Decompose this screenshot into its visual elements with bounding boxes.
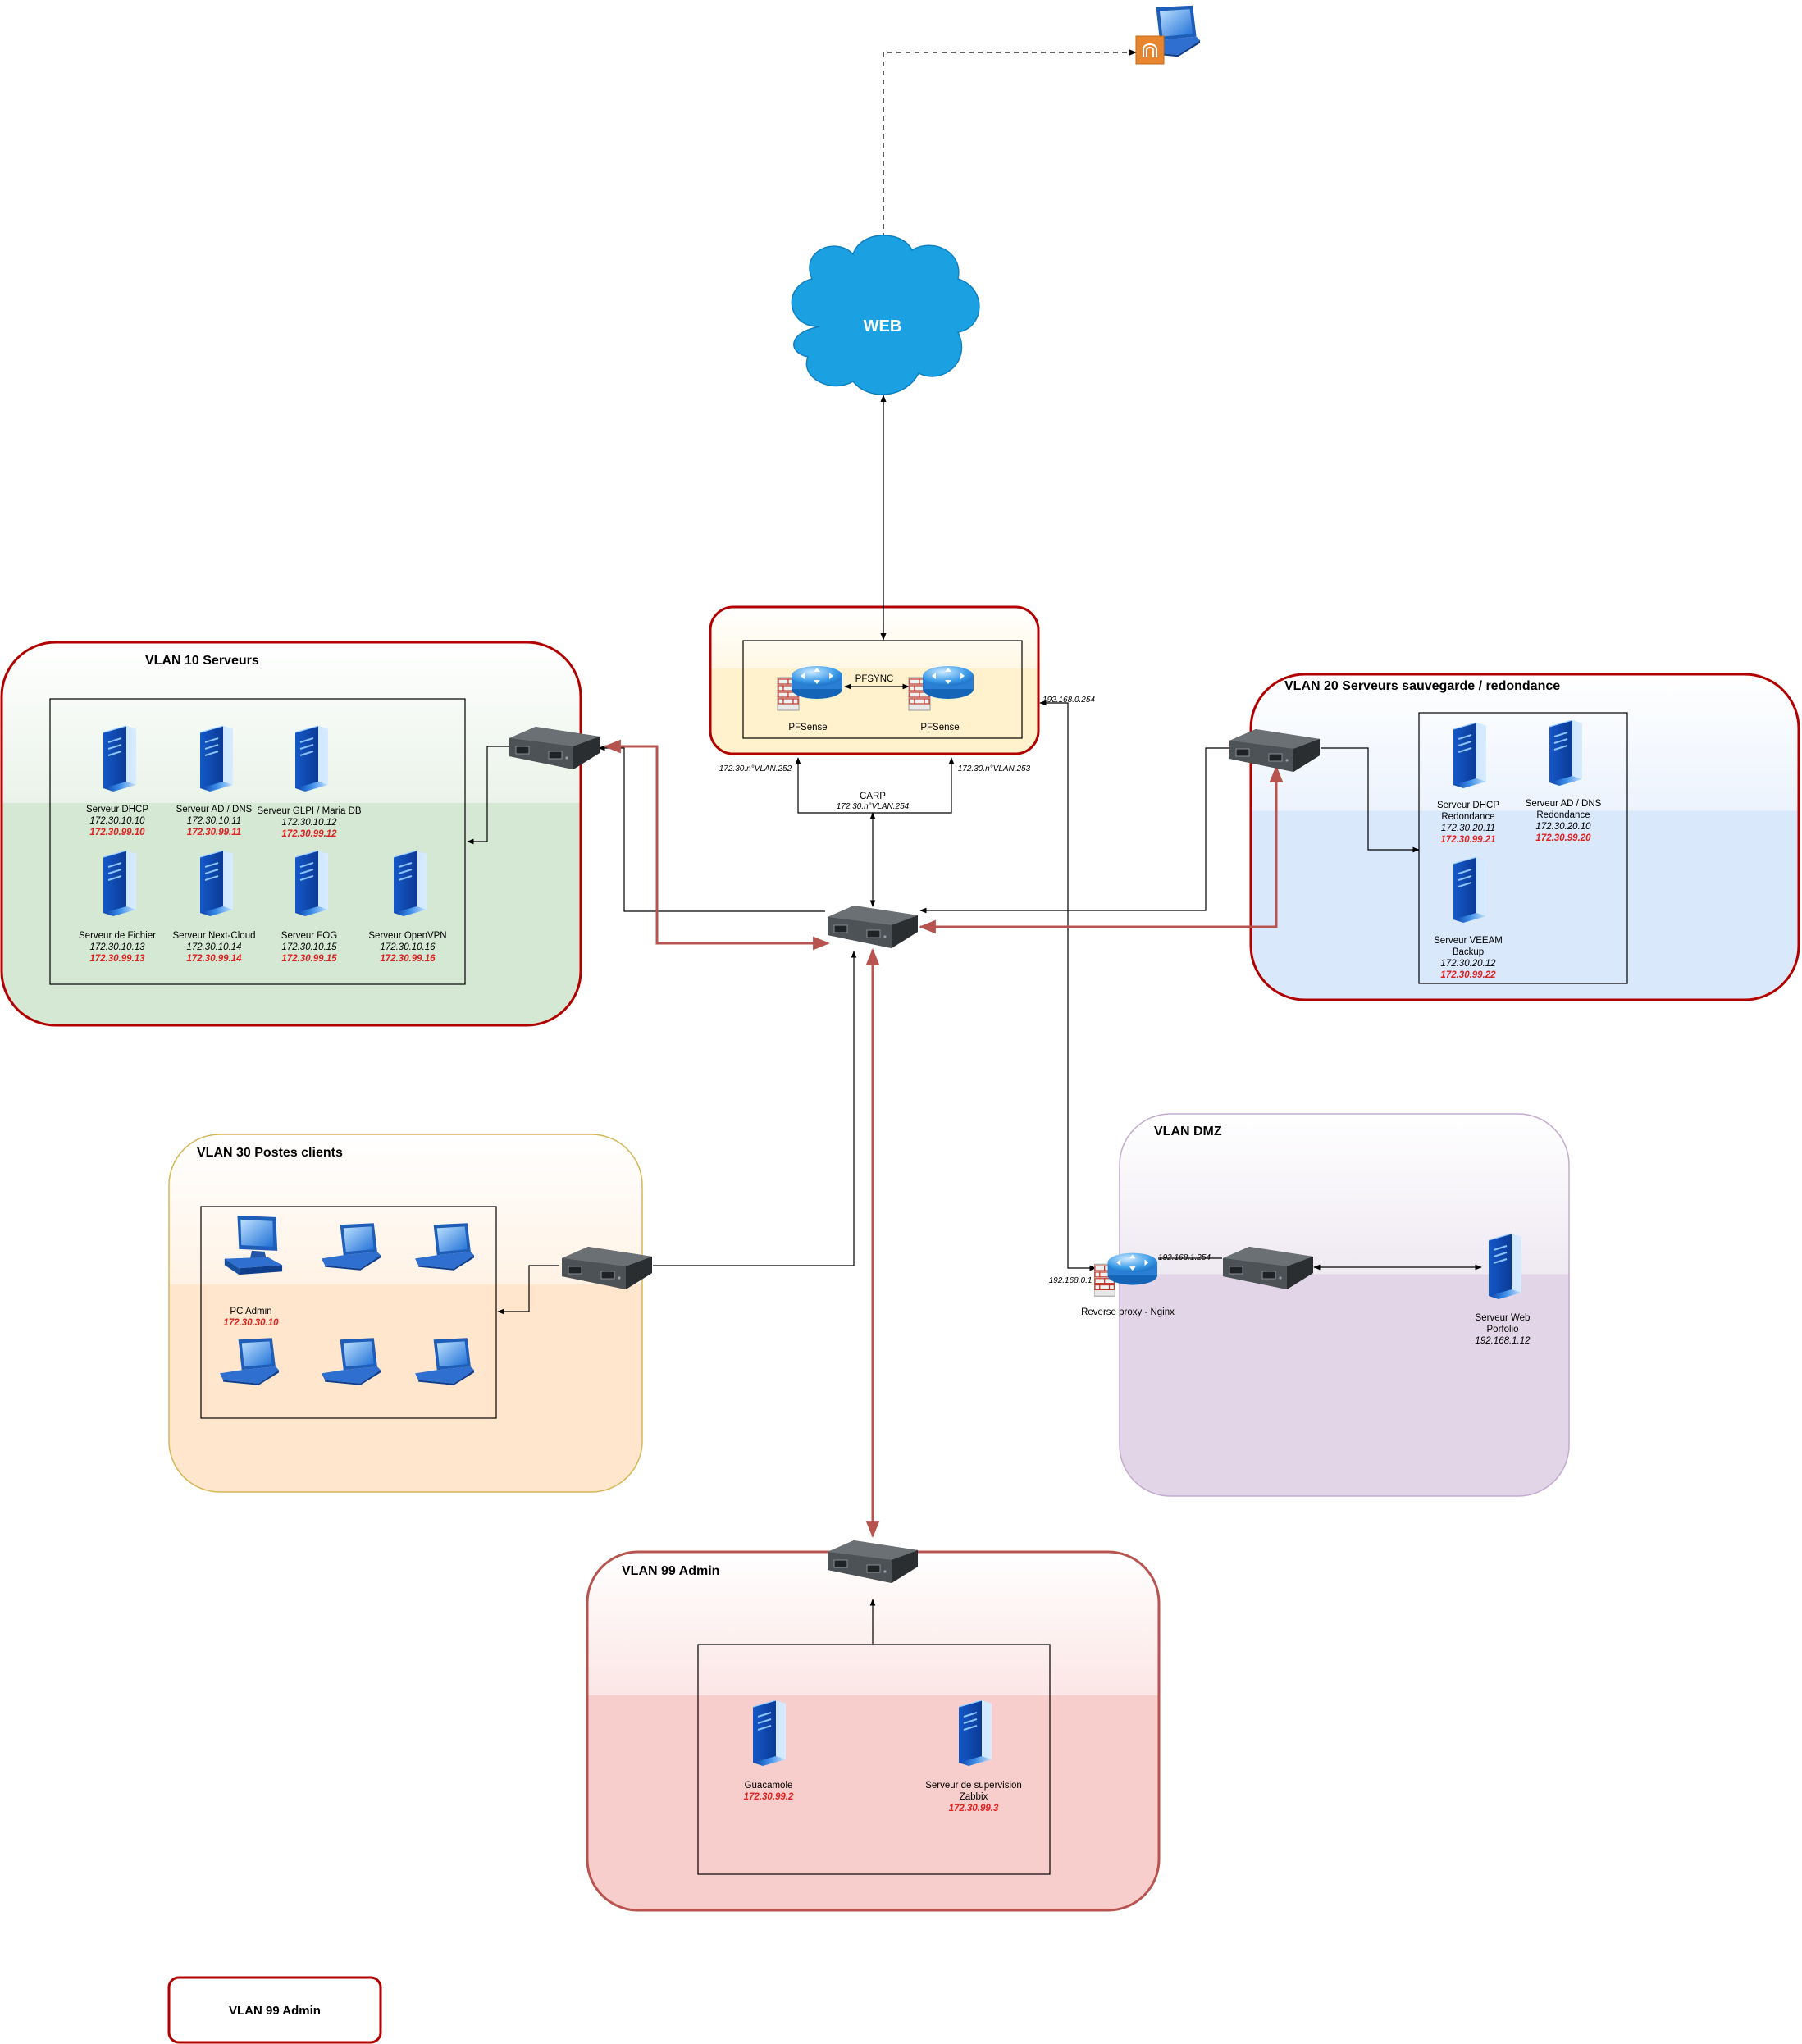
carp-ip: 172.30.n°VLAN.254 (837, 802, 910, 811)
vlan10-servers-box (49, 698, 466, 985)
pfsense-1[interactable]: PFSense (777, 665, 843, 732)
vlan10-server-1[interactable] (199, 725, 234, 792)
web-server-name: Serveur Web (1476, 1313, 1531, 1323)
vlan10-server-6-admin-ip: 172.30.99.16 (380, 954, 436, 964)
vlan20-server-0[interactable] (1453, 722, 1487, 788)
vlan10-zone (0, 641, 582, 1027)
zabbix-name2: Zabbix (960, 1792, 988, 1802)
vlan10-server-4-admin-ip: 172.30.99.14 (186, 954, 242, 964)
vlan10-server-2-admin-ip: 172.30.99.12 (281, 829, 337, 839)
pc-admin-name: PC Admin (230, 1307, 271, 1316)
vlan20-server-0-ip: 172.30.20.11 (1441, 824, 1495, 833)
legend-label: VLAN 99 Admin (229, 2004, 321, 2018)
dmz-title: VLAN DMZ (1154, 1125, 1222, 1138)
guacamole-name: Guacamole (745, 1781, 793, 1791)
guacamole-server-icon[interactable] (752, 1700, 787, 1766)
reverse-proxy-name: Reverse proxy - Nginx (1081, 1307, 1175, 1317)
pc-admin-ip: 172.30.30.10 (223, 1318, 279, 1328)
vlan10-server-4-ip: 172.30.10.14 (186, 942, 241, 952)
vlan10-server-1-name: Serveur AD / DNS (176, 805, 253, 814)
vlan10-server-5-ip: 172.30.10.15 (281, 942, 337, 952)
web-label: WEB (864, 317, 902, 335)
vlan10-server-2-name: Serveur GLPI / Maria DB (257, 806, 362, 816)
vlan10-server-0-admin-ip: 172.30.99.10 (89, 828, 145, 837)
web-server-icon[interactable] (1488, 1233, 1522, 1299)
vlan10-switch-servers-link (467, 746, 510, 845)
vlan30-core-link (653, 951, 857, 1266)
vlan10-server-2[interactable] (294, 725, 329, 792)
firewall-zone (709, 605, 1040, 755)
vlan10-server-3[interactable] (103, 850, 137, 916)
vlan20-server-2[interactable] (1453, 856, 1487, 923)
firewall-dmz-link (1039, 700, 1097, 1271)
vlan30-clients-box (200, 1206, 497, 1419)
zabbix-name: Serveur de supervision (925, 1781, 1022, 1791)
vlan20-server-0-name2: Redondance (1441, 812, 1494, 822)
vlan20-admin-link (918, 764, 1284, 934)
zabbix-server-icon[interactable] (958, 1700, 992, 1766)
guacamole-ip: 172.30.99.2 (744, 1792, 794, 1802)
legend-box (167, 1976, 382, 2044)
vlan30-title: VLAN 30 Postes clients (197, 1146, 343, 1160)
vlan20-server-2-name: Serveur VEEAM (1434, 936, 1503, 946)
vlan10-server-2-ip: 172.30.10.12 (281, 818, 337, 828)
vlan10-server-6[interactable] (393, 850, 427, 916)
vlan20-server-1-ip: 172.30.20.10 (1535, 822, 1591, 832)
pfsync-label: PFSYNC (855, 674, 894, 684)
vlan10-server-0-name: Serveur DHCP (86, 805, 148, 814)
vlan10-server-0[interactable] (103, 725, 137, 792)
vlan10-server-5-admin-ip: 172.30.99.15 (281, 954, 337, 964)
vlan10-server-6-ip: 172.30.10.16 (380, 942, 436, 952)
remote-laptop-icon (1135, 5, 1200, 65)
cloud-icon: WEB (791, 235, 980, 395)
reverse-proxy-wan-ip: 192.168.0.1 (1049, 1276, 1093, 1285)
web-server-ip: 192.168.1.12 (1475, 1336, 1531, 1346)
reverse-proxy-lan-ip: 192.168.1.254 (1158, 1253, 1211, 1262)
vlan10-server-1-admin-ip: 172.30.99.11 (187, 828, 241, 837)
pfsense-2-label: PFSense (920, 723, 959, 732)
pfsense-2[interactable]: PFSense (908, 665, 974, 732)
vlan30-switch-clients-link (497, 1265, 559, 1315)
vlan10-server-5-name: Serveur FOG (281, 931, 337, 941)
vlan10-server-4[interactable] (199, 850, 234, 916)
vlan20-title: VLAN 20 Serveurs sauvegarde / redondance (1284, 679, 1560, 693)
vlan30-zone (168, 1134, 643, 1493)
fw-ip-left: 172.30.n°VLAN.252 (719, 764, 792, 773)
vlan10-server-0-ip: 172.30.10.10 (89, 816, 145, 826)
vlan10-server-5[interactable] (294, 850, 329, 916)
vlan99-servers-box (697, 1644, 1051, 1875)
vlan20-server-2-name2: Backup (1453, 947, 1484, 957)
vlan20-server-2-ip: 172.30.20.12 (1440, 959, 1496, 969)
vlan20-server-1-name: Serveur AD / DNS (1526, 799, 1602, 809)
firewall-cluster-box (742, 640, 1023, 739)
zabbix-ip: 172.30.99.3 (949, 1804, 999, 1814)
vlan10-server-6-name: Serveur OpenVPN (368, 931, 446, 941)
vlan10-admin-link (603, 739, 831, 951)
fw-ip-right: 172.30.n°VLAN.253 (958, 764, 1031, 773)
dmz-zone (1119, 1113, 1570, 1497)
vlan99-title: VLAN 99 Admin (622, 1564, 719, 1578)
vlan20-server-1-name2: Redondance (1536, 810, 1590, 820)
vlan10-server-3-name: Serveur de Fichier (79, 931, 156, 941)
vlan20-server-2-admin-ip: 172.30.99.22 (1440, 970, 1496, 980)
vlan20-server-0-name: Serveur DHCP (1437, 801, 1499, 810)
dmz-gw-ip: 192.168.0.254 (1042, 696, 1095, 705)
vlan20-server-1-admin-ip: 172.30.99.20 (1535, 833, 1591, 843)
core-switch[interactable] (827, 905, 919, 948)
remote-link (880, 49, 1137, 247)
vlan10-server-3-ip: 172.30.10.13 (89, 942, 145, 952)
vlan10-server-3-admin-ip: 172.30.99.13 (89, 954, 145, 964)
vlan20-switch-servers-link (1321, 747, 1420, 853)
vlan10-server-4-name: Serveur Next-Cloud (173, 931, 256, 941)
carp-label: CARP (860, 792, 886, 801)
vlan20-zone (1249, 673, 1800, 1001)
vlan10-title: VLAN 10 Serveurs (145, 654, 259, 668)
pfsense-1-label: PFSense (788, 723, 827, 732)
vlan10-server-1-ip: 172.30.10.11 (187, 816, 241, 826)
web-server-name2: Porfolio (1487, 1325, 1519, 1335)
vlan20-server-0-admin-ip: 172.30.99.21 (1440, 835, 1495, 845)
vlan20-server-1[interactable] (1549, 719, 1583, 786)
